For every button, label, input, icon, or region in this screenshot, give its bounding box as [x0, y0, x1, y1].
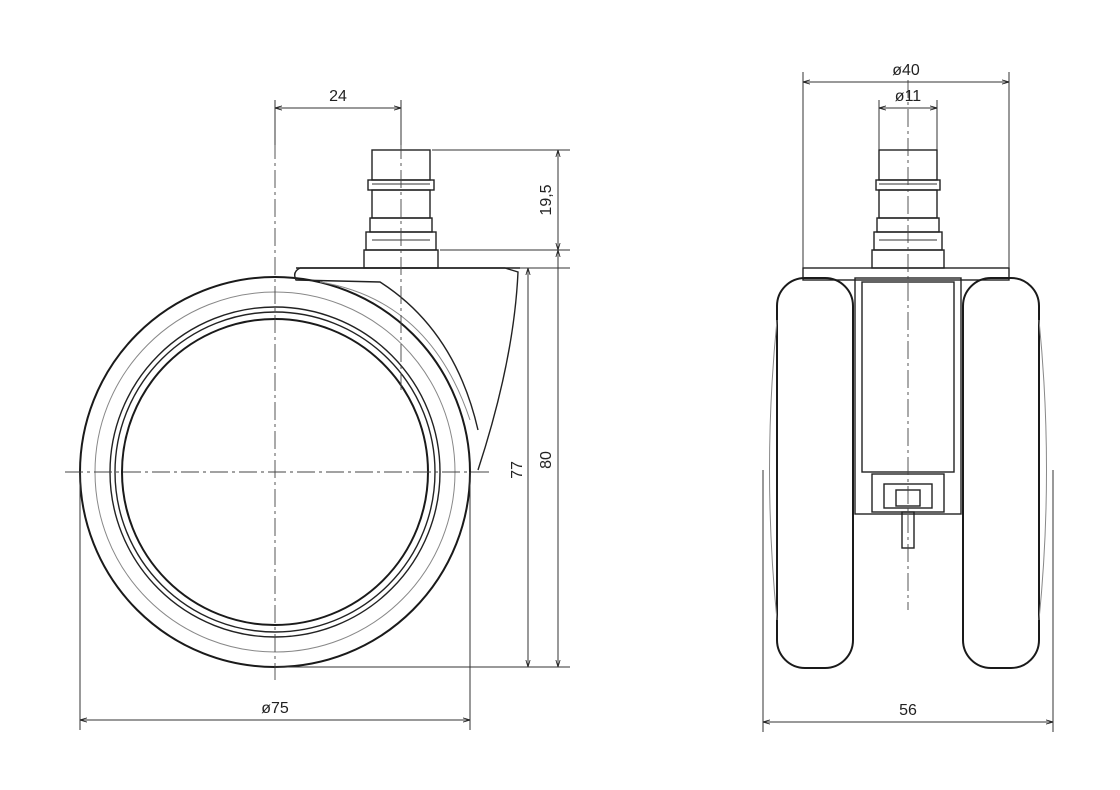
- dim-label-d75: ø75: [261, 700, 289, 717]
- dim-label-19-5: 19,5: [538, 184, 555, 215]
- housing-outline: [293, 267, 519, 471]
- dim-label-77: 77: [509, 461, 526, 479]
- dim-label-d11: ø11: [895, 88, 921, 105]
- housing-inner-curve: [319, 281, 471, 421]
- dim-label-56: 56: [899, 702, 917, 719]
- front-view: ø40 ø11 56: [762, 62, 1054, 732]
- front-right-wheel: [962, 277, 1040, 669]
- side-view: 24 19,5 80 77 ø75: [65, 88, 570, 730]
- dim-label-d40: ø40: [892, 62, 920, 79]
- front-left-wheel: [776, 277, 854, 669]
- dim-label-24: 24: [329, 88, 347, 105]
- dim-label-80: 80: [538, 451, 555, 469]
